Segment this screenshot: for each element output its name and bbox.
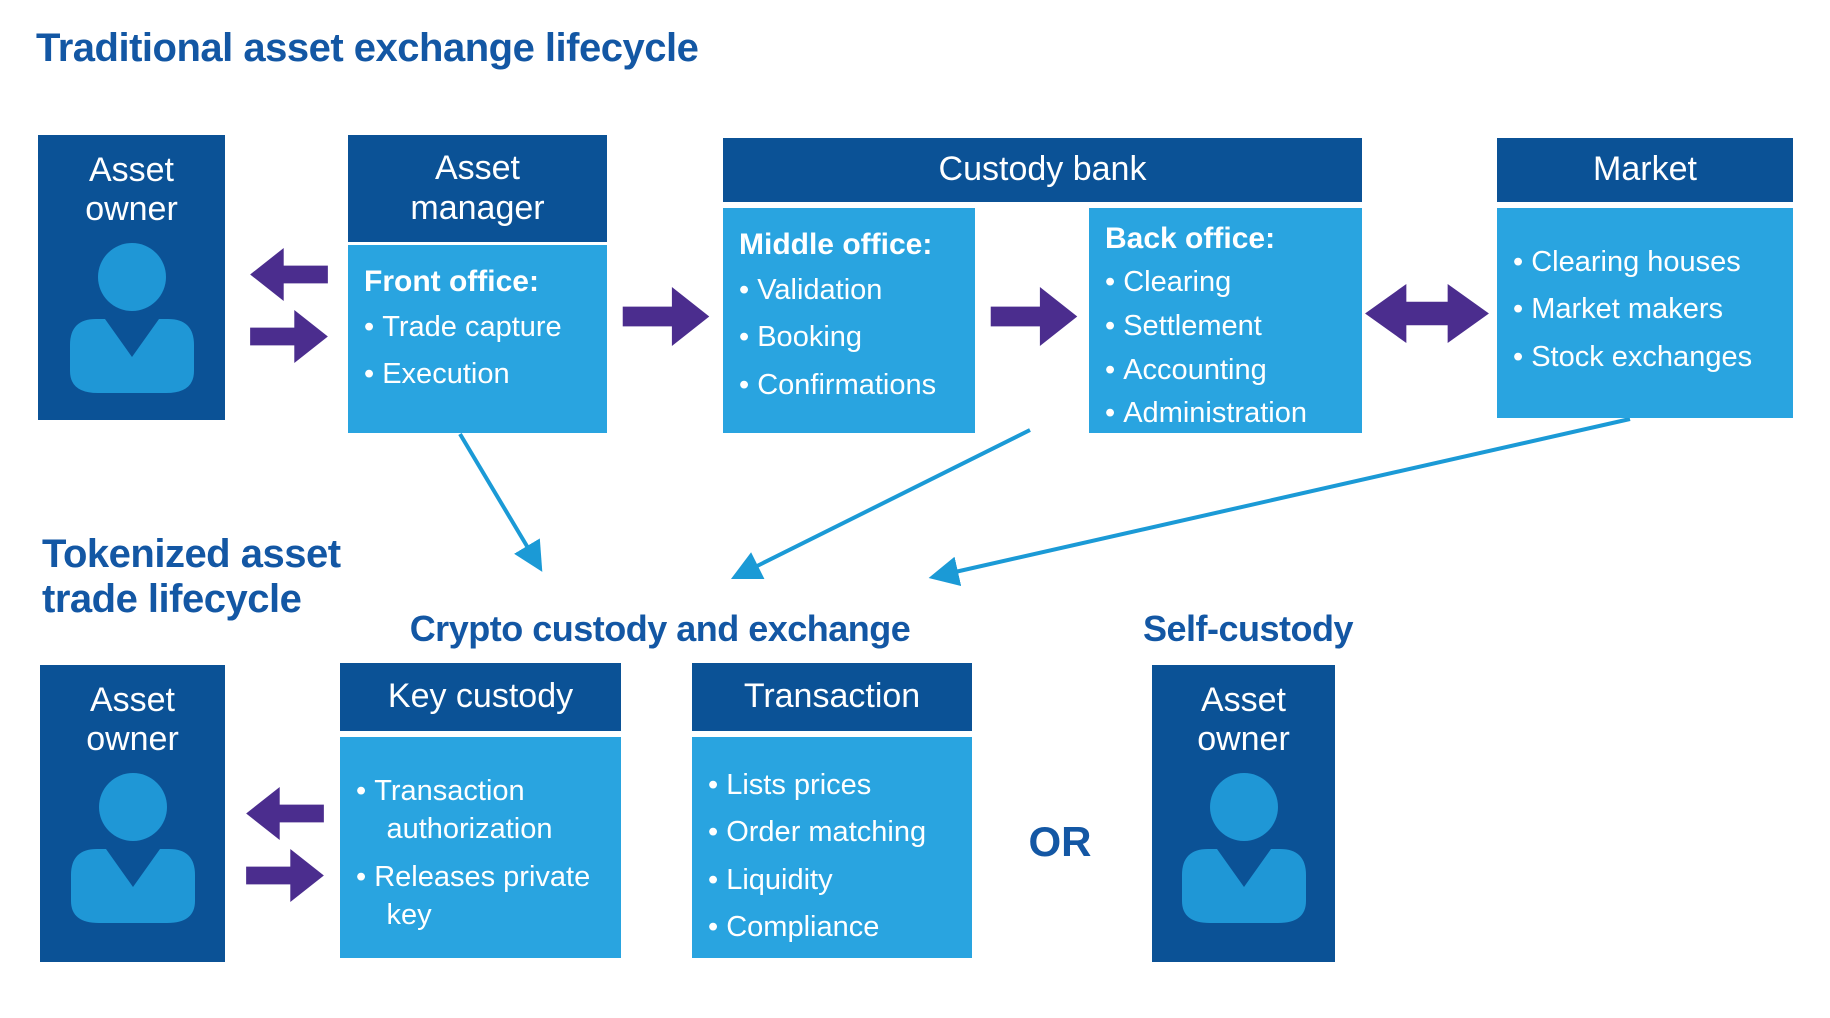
traditional-title: Traditional asset exchange lifecycle (36, 26, 699, 70)
key-custody-title: Key custody (387, 677, 574, 716)
bullet-item: Settlement (1105, 309, 1346, 344)
asset-owner-box-traditional: Asset owner (38, 135, 225, 420)
back-office-label: Back office: (1105, 222, 1276, 255)
self-custody-heading: Self-custody (1142, 608, 1354, 649)
crypto-custody-heading: Crypto custody and exchange (409, 608, 911, 649)
asset-manager-title: Asset manager (410, 149, 545, 227)
custody-bank-title: Custody bank (938, 150, 1147, 189)
back-office-box: Back office: Clearing Settlement Account… (1089, 208, 1362, 433)
middle-office-label: Middle office: (739, 228, 933, 261)
arrow-right-icon (622, 287, 710, 346)
arrow-left-icon (250, 248, 328, 301)
person-icon (70, 773, 195, 924)
bullet-item: Lists prices (708, 766, 956, 804)
middle-office-box: Middle office: Validation Booking Confir… (723, 208, 975, 433)
asset-owner-label: Asset owner (85, 151, 178, 229)
asset-manager-header: Asset manager (348, 135, 607, 242)
front-office-label: Front office: (364, 265, 539, 298)
market-body: Clearing houses Market makers Stock exch… (1497, 208, 1793, 418)
asset-owner-label: Asset owner (86, 681, 179, 759)
bullet-item: Trade capture (364, 308, 591, 346)
key-custody-bullets: Transaction authorization Releases priva… (356, 772, 605, 934)
bullet-item: Order matching (708, 813, 956, 851)
asset-manager-body: Front office: Trade capture Execution (348, 245, 607, 433)
bullet-item: Liquidity (708, 861, 956, 899)
bullet-item: Execution (364, 355, 591, 393)
custody-bank-header: Custody bank (723, 138, 1362, 202)
asset-owner-box-tokenized: Asset owner (40, 665, 225, 962)
arrow-market-to-crypto (928, 417, 1631, 586)
bullet-item: Administration (1105, 396, 1346, 431)
transaction-body: Lists prices Order matching Liquidity Co… (692, 737, 972, 958)
tokenized-title-line2: trade lifecycle (42, 576, 302, 621)
arrow-left-icon (246, 787, 324, 840)
arrow-right-icon (250, 310, 328, 363)
bullet-item: Market makers (1513, 290, 1777, 328)
bullet-item: Accounting (1105, 353, 1346, 388)
asset-owner-box-self-custody: Asset owner (1152, 665, 1335, 962)
transaction-header: Transaction (692, 663, 972, 731)
arrow-right-icon (990, 287, 1078, 346)
bullet-item: Transaction authorization (356, 772, 605, 849)
bullet-item: Clearing houses (1513, 243, 1777, 281)
middle-office-bullets: Validation Booking Confirmations (739, 271, 959, 404)
key-custody-body: Transaction authorization Releases priva… (340, 737, 621, 958)
bullet-item: Compliance (708, 908, 956, 946)
key-custody-header: Key custody (340, 663, 621, 731)
bullet-item: Stock exchanges (1513, 338, 1777, 376)
person-icon (1181, 773, 1306, 924)
market-bullets: Clearing houses Market makers Stock exch… (1513, 243, 1777, 376)
arrow-custody-bank-to-crypto (730, 428, 1031, 580)
bullet-item: Releases private key (356, 858, 605, 935)
tokenized-title-line1: Tokenized asset (42, 532, 341, 576)
asset-owner-label: Asset owner (1197, 681, 1290, 759)
transaction-title: Transaction (743, 677, 921, 716)
bullet-item: Booking (739, 318, 959, 356)
market-header: Market (1497, 138, 1793, 202)
bullet-item: Confirmations (739, 366, 959, 404)
arrow-double-icon (1365, 284, 1489, 343)
bullet-item: Validation (739, 271, 959, 309)
transaction-bullets: Lists prices Order matching Liquidity Co… (708, 766, 956, 946)
back-office-bullets: Clearing Settlement Accounting Administr… (1105, 265, 1346, 431)
market-title: Market (1593, 150, 1697, 189)
arrow-right-icon (246, 849, 324, 902)
bullet-item: Clearing (1105, 265, 1346, 300)
asset-manager-bullets: Trade capture Execution (364, 308, 591, 394)
person-icon (69, 243, 194, 394)
arrow-asset-manager-to-crypto (458, 432, 543, 572)
tokenized-title: Tokenized asset trade lifecycle (42, 532, 341, 622)
or-label: OR (1028, 818, 1092, 865)
